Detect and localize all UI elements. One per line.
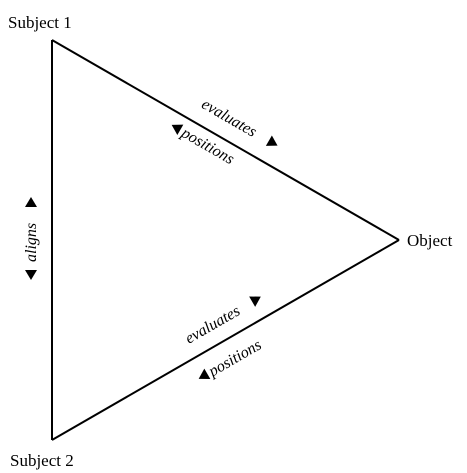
node-label-subject-1: Subject 1 (8, 13, 72, 32)
edge-label-left-aligns: aligns (23, 223, 40, 262)
edge-label-bottom-positions: positions (205, 337, 264, 381)
arrow-left-icon (171, 124, 184, 136)
edge-label-bottom-evaluates: evaluates (182, 303, 243, 348)
bottom-positions-group: positions (198, 337, 264, 381)
arrow-up-icon (25, 197, 37, 207)
left-aligns-group: aligns (23, 197, 40, 280)
edge-subject1-object (51, 39, 400, 241)
arrow-right-icon (265, 135, 278, 146)
node-label-subject-2: Subject 2 (10, 451, 74, 470)
arrow-left-icon (198, 368, 211, 380)
arrow-down-icon (25, 270, 37, 280)
edge-label-top-evaluates: evaluates (199, 96, 260, 141)
arrow-right-icon (249, 296, 261, 307)
edge-subject2-object (51, 239, 400, 441)
node-label-object: Object (407, 231, 453, 250)
